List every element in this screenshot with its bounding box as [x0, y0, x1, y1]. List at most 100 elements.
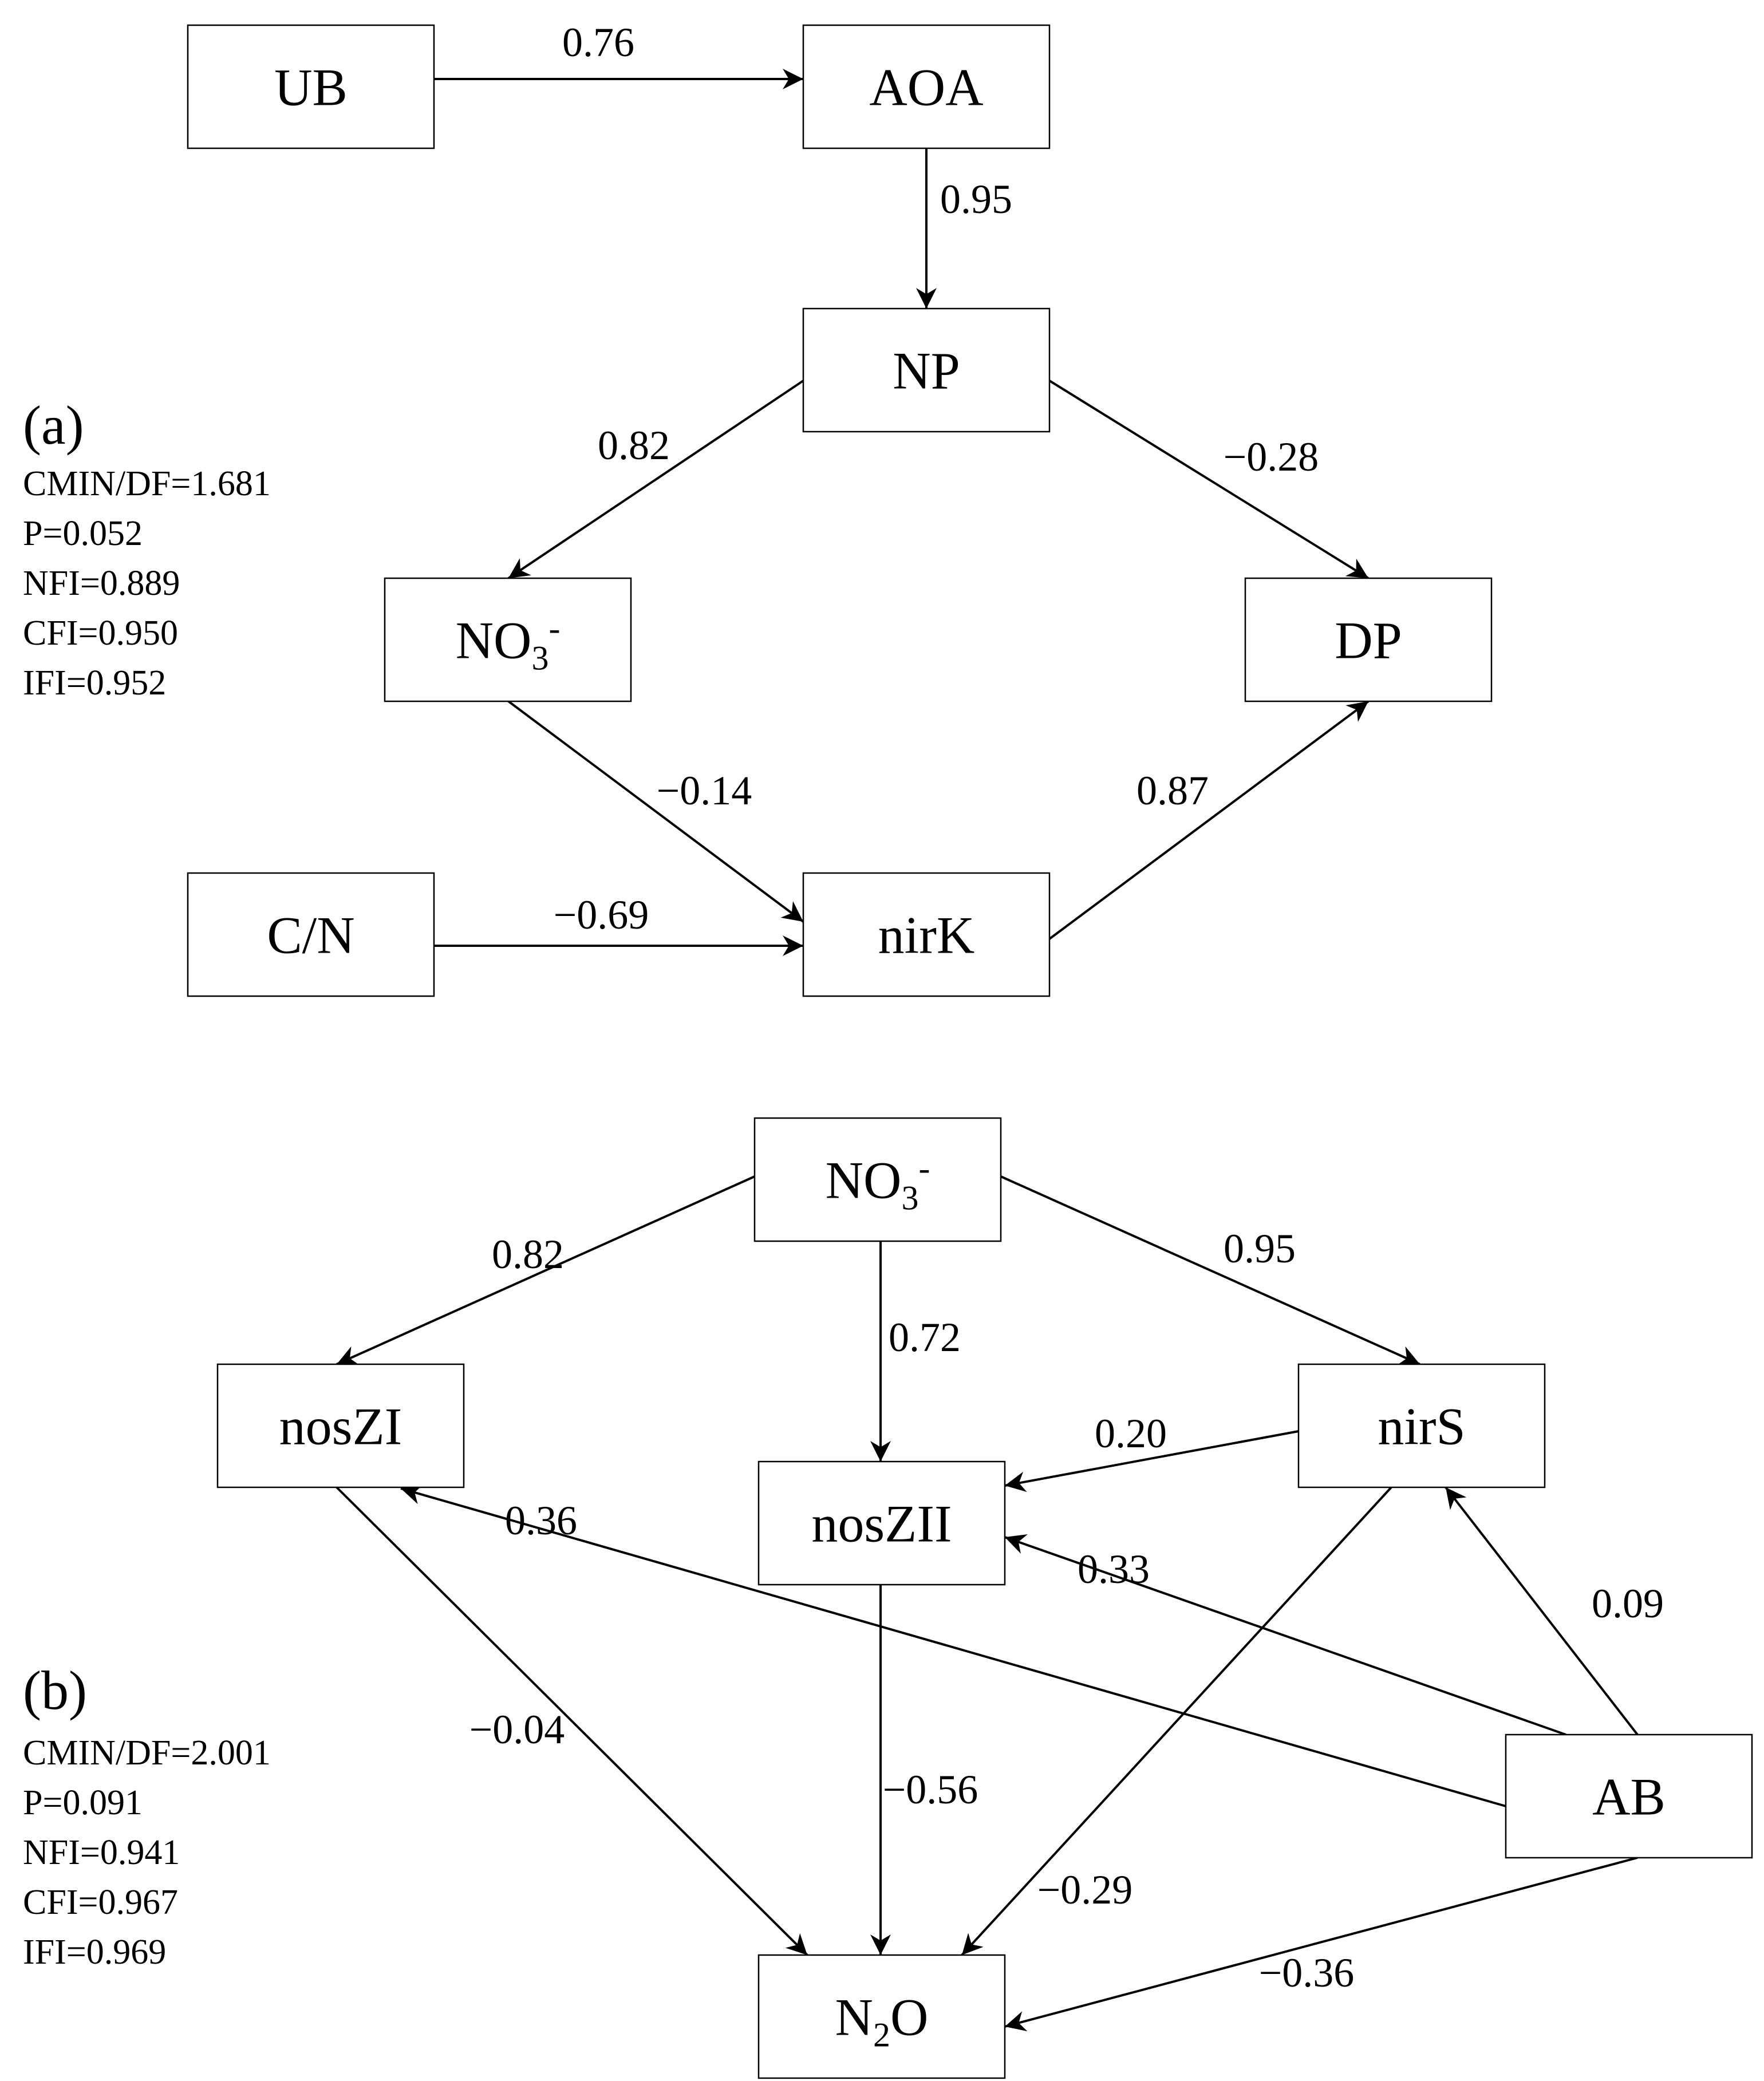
fit-stat-nfi: NFI=0.941	[23, 1833, 180, 1872]
node-ub: UB	[187, 24, 435, 149]
fit-stat-cfi: CFI=0.950	[23, 614, 178, 653]
path-coefficient-ab-to-noszii: 0.33	[1078, 1546, 1150, 1592]
path-coefficient-np-to-dp: −0.28	[1224, 434, 1319, 480]
node-label-main: nirS	[1378, 1397, 1465, 1456]
panel-a: (a) CMIN/DF=1.681 P=0.052 NFI=0.889 CFI=…	[23, 19, 1493, 997]
path-arrow-ab-to-noszi	[400, 1484, 1506, 1807]
path-coefficient-nirk-to-dp: 0.87	[1136, 768, 1209, 814]
path-arrow-noszi-to-n2o	[336, 1486, 808, 1956]
panel-b-letter: (b)	[23, 1660, 87, 1721]
path-coefficient-nirs-to-noszii: 0.20	[1095, 1411, 1167, 1456]
node-label-main: UB	[274, 58, 348, 117]
path-coefficient-np-to-no3: 0.82	[598, 422, 670, 468]
path-coefficient-ab-to-noszi: 0.36	[505, 1498, 577, 1543]
node-box-cn	[187, 872, 435, 997]
node-box-noszi	[216, 1363, 465, 1488]
node-label-ub: UB	[274, 58, 348, 117]
path-arrow-nirs-to-n2o	[961, 1486, 1392, 1956]
node-label-superscript: -	[548, 610, 560, 647]
fit-stat-cfi: CFI=0.967	[23, 1883, 178, 1922]
fit-stat-cmin-df: CMIN/DF=1.681	[23, 464, 271, 503]
path-coefficient-no3-to-nirk: −0.14	[657, 768, 752, 814]
node-dp: DP	[1244, 577, 1493, 702]
path-coefficient-ub-to-aoa: 0.76	[562, 19, 634, 65]
node-label-main: C/N	[267, 906, 354, 965]
node-label-nirs: nirS	[1378, 1397, 1465, 1456]
path-coefficient-no3-to-nirs: 0.95	[1224, 1226, 1296, 1271]
path-arrow-no3-to-nirk	[507, 700, 804, 923]
node-box-ub	[187, 24, 435, 149]
path-arrow-np-to-dp	[1048, 380, 1370, 579]
fit-stat-ifi: IFI=0.952	[23, 664, 166, 702]
node-label-nirk: nirK	[878, 906, 975, 965]
fit-stat-p: P=0.091	[23, 1783, 143, 1822]
node-box-no3	[753, 1117, 1002, 1242]
path-arrow-ab-to-nirs	[1445, 1486, 1639, 1736]
node-label-subscript: 2	[873, 2016, 890, 2054]
node-no3: NO3-	[753, 1117, 1002, 1242]
path-coefficient-nirs-to-n2o: −0.29	[1037, 1867, 1133, 1913]
node-label-main: nosZII	[811, 1495, 952, 1553]
node-label-ab: AB	[1592, 1768, 1666, 1826]
node-box-nirs	[1297, 1363, 1546, 1488]
node-cn: C/N	[187, 872, 435, 997]
fit-stat-ifi: IFI=0.969	[23, 1933, 166, 1972]
path-coefficient-noszii-to-n2o: −0.56	[883, 1767, 978, 1813]
path-coefficient-ab-to-n2o: −0.36	[1259, 1950, 1355, 1996]
panel-b-nodes: NO3- nosZI nosZII nirS AB N2O	[216, 1117, 1753, 2079]
panel-a-fit-stats: CMIN/DF=1.681 P=0.052 NFI=0.889 CFI=0.95…	[23, 464, 271, 702]
path-arrow-np-to-no3	[507, 380, 804, 579]
node-label-np: NP	[893, 342, 960, 400]
node-nirk: nirK	[802, 872, 1051, 997]
node-box-ab	[1505, 1733, 1753, 1859]
node-box-noszii	[757, 1460, 1006, 1586]
panel-b: (b) CMIN/DF=2.001 P=0.091 NFI=0.941 CFI=…	[23, 1117, 1753, 2079]
path-coefficient-no3-to-noszi: 0.82	[492, 1231, 564, 1277]
node-label-main: nosZI	[279, 1397, 402, 1456]
node-aoa: AOA	[802, 24, 1051, 149]
panel-b-edges: 0.82 0.72 0.95 0.20 0.36 0.33 0.09 −0.04 −0.56 −0…	[336, 1175, 1664, 2032]
fit-stat-cmin-df: CMIN/DF=2.001	[23, 1733, 271, 1772]
path-coefficient-no3-to-noszii: 0.72	[889, 1314, 961, 1360]
panel-a-edges: 0.76 0.95 0.82 −0.28 −0.14 0.87 −0.69	[434, 19, 1370, 956]
path-arrow-ab-to-noszii	[1004, 1534, 1566, 1736]
node-label-dp: DP	[1335, 611, 1402, 670]
node-label-noszi: nosZI	[279, 1397, 402, 1456]
node-label-superscript: -	[918, 1150, 930, 1187]
node-label-n2o: N2O	[835, 1988, 929, 2054]
path-coefficient-aoa-to-np: 0.95	[940, 176, 1012, 222]
node-box-np	[802, 307, 1051, 433]
node-label-main: nirK	[878, 906, 975, 965]
path-arrow-ab-to-n2o	[1004, 1857, 1638, 2032]
fit-stat-nfi: NFI=0.889	[23, 564, 180, 603]
node-label-main: AOA	[869, 58, 983, 117]
node-ab: AB	[1505, 1733, 1753, 1859]
path-arrow-no3-to-nirs	[1000, 1175, 1420, 1365]
node-box-nirk	[802, 872, 1051, 997]
node-label-main: AB	[1592, 1768, 1666, 1826]
path-arrow-nirs-to-noszii	[1004, 1430, 1299, 1492]
path-arrow-no3-to-noszi	[336, 1175, 755, 1365]
path-coefficient-cn-to-nirk: −0.69	[554, 892, 649, 938]
path-arrow-nirk-to-dp	[1048, 700, 1370, 940]
node-no3: NO3-	[384, 577, 632, 702]
path-coefficient-noszi-to-n2o: −0.04	[469, 1707, 565, 1752]
node-box-n2o	[757, 1954, 1006, 2079]
node-nirs: nirS	[1297, 1363, 1546, 1488]
node-n2o: N2O	[757, 1954, 1006, 2079]
panel-a-letter: (a)	[23, 394, 84, 456]
node-noszii: nosZII	[757, 1460, 1006, 1586]
path-coefficient-ab-to-nirs: 0.09	[1592, 1581, 1664, 1626]
node-label-main: NP	[893, 342, 960, 400]
node-label-main: DP	[1335, 611, 1402, 670]
node-label-main: NO	[456, 611, 532, 670]
node-label-tail: O	[890, 1988, 928, 2047]
node-label-subscript: 3	[531, 639, 548, 677]
node-label-cn: C/N	[267, 906, 354, 965]
node-label-main: NO	[826, 1151, 902, 1210]
node-label-no3: NO3-	[456, 610, 561, 677]
node-box-aoa	[802, 24, 1051, 149]
node-box-dp	[1244, 577, 1493, 702]
panel-b-fit-stats: CMIN/DF=2.001 P=0.091 NFI=0.941 CFI=0.96…	[23, 1733, 271, 1972]
